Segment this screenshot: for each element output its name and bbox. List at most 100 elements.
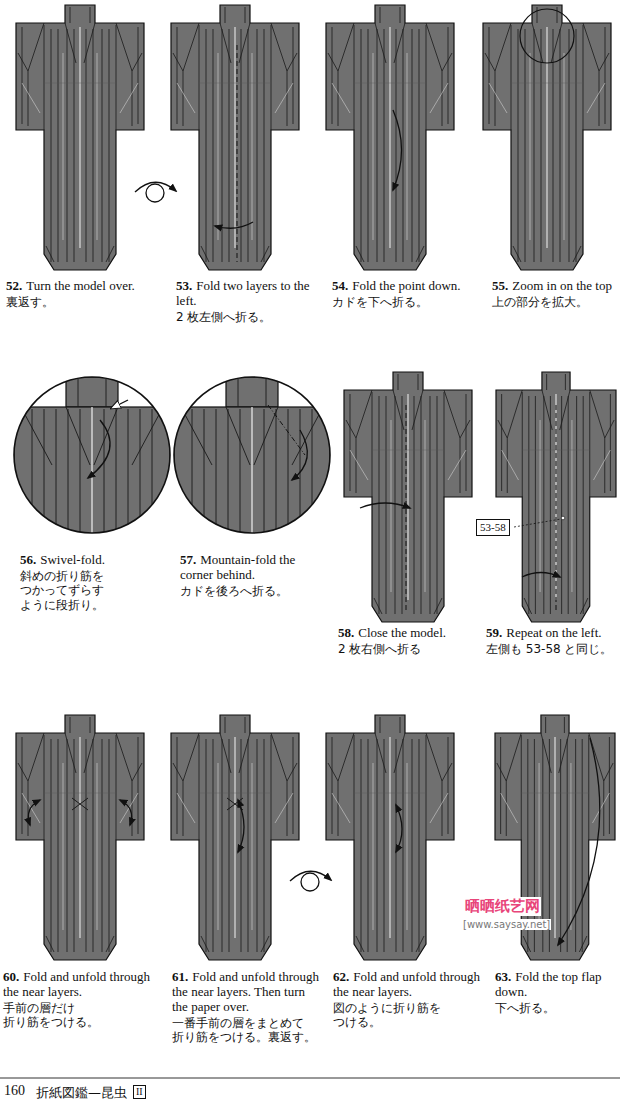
fold-line — [583, 396, 584, 614]
fold-line — [44, 25, 45, 130]
step-caption: 59.Repeat on the left.左側も 53-58 と同じ。 — [486, 626, 618, 656]
fold-line — [356, 438, 357, 493]
fold-line — [264, 409, 265, 533]
fold-arrow — [135, 182, 176, 192]
zoom-circle — [14, 377, 170, 533]
fold-line — [67, 739, 68, 952]
fold-line — [228, 409, 229, 533]
step-number: 60. — [3, 969, 19, 984]
fold-line — [583, 25, 584, 130]
fold-line — [268, 405, 305, 455]
fold-line — [560, 29, 561, 262]
fold-arrow — [522, 573, 560, 578]
fold-line — [132, 763, 142, 781]
fold-arrow — [28, 800, 40, 825]
fold-line — [380, 7, 381, 23]
fold-line — [384, 739, 385, 952]
fold-line — [276, 409, 277, 533]
fold-line — [460, 420, 470, 438]
fold-line — [377, 739, 378, 952]
fold-line — [199, 793, 271, 794]
fold-line — [97, 763, 98, 930]
fold-line — [91, 407, 92, 533]
fold-line — [199, 83, 271, 84]
fold-arrow — [120, 800, 132, 825]
fold-line — [501, 394, 502, 491]
fold-arrow — [558, 738, 600, 945]
fold-line — [589, 392, 590, 497]
fold-line — [530, 53, 531, 240]
fold-line — [551, 23, 562, 63]
fold-line — [226, 407, 250, 465]
fold-line — [565, 374, 566, 390]
fold-line — [444, 392, 445, 497]
fold-line — [93, 739, 94, 952]
fold-line — [183, 781, 184, 836]
zoom-figure — [174, 377, 330, 563]
fold-line — [28, 23, 44, 71]
fold-line — [240, 409, 241, 533]
fold-line — [594, 450, 611, 480]
fold-line — [206, 739, 207, 952]
instruction-text-ja: 手前の層だけ 折り筋をつける。 — [3, 1001, 155, 1030]
watermark-url: [www.saysay.net] — [462, 919, 551, 930]
step-caption: 52.Turn the model over.裏返す。 — [6, 279, 146, 309]
fold-line — [561, 396, 562, 614]
fold-line — [507, 390, 522, 438]
fold-line — [225, 717, 226, 733]
fold-line — [338, 71, 339, 126]
box-label: 53-58 — [480, 521, 506, 533]
fold-arrow — [360, 503, 410, 508]
fold-line — [58, 29, 59, 262]
fold-line — [434, 598, 442, 614]
fold-line — [287, 71, 288, 126]
instruction-text-ja: 図のように折り筋を つける。 — [333, 1001, 483, 1030]
fold-line — [373, 53, 374, 240]
fold-line — [261, 246, 269, 262]
fold-line — [426, 733, 442, 781]
fold-line — [227, 798, 243, 810]
fold-line — [518, 29, 519, 262]
fold-line — [412, 390, 423, 430]
fold-line — [571, 420, 572, 592]
fold-line — [257, 29, 258, 262]
fold-line — [560, 739, 561, 952]
fold-line — [557, 7, 558, 23]
fold-line — [419, 739, 420, 952]
fold-line — [264, 739, 265, 952]
fold-line — [542, 390, 552, 430]
step-caption: 53.Fold two layers to the left.2 枚左側へ折る。 — [176, 279, 318, 324]
fold-line — [261, 936, 269, 952]
fold-line — [264, 29, 265, 262]
fold-line — [593, 793, 610, 823]
fold-line — [86, 29, 87, 262]
fold-line — [535, 396, 536, 614]
fold-line — [44, 793, 116, 794]
instruction-text-ja: 裏返す。 — [6, 295, 146, 309]
fold-line — [437, 396, 438, 614]
step-number: 55. — [492, 278, 508, 293]
fold-line — [543, 396, 544, 614]
fold-line — [407, 53, 408, 240]
instruction-text: Turn the model over. — [26, 278, 135, 293]
fold-line — [497, 763, 506, 781]
fold-line — [444, 390, 460, 438]
fold-line — [102, 739, 103, 952]
fold-line — [79, 737, 80, 938]
fold-line — [116, 25, 117, 130]
fold-line — [56, 409, 57, 533]
instruction-text: Fold and unfold through the near layers. — [3, 969, 150, 999]
fold-line — [252, 53, 253, 240]
fold-line — [229, 739, 230, 952]
fold-line — [84, 23, 95, 63]
fold-line — [51, 739, 52, 952]
fold-line — [266, 379, 267, 407]
fold-line — [350, 450, 368, 480]
fold-line — [128, 409, 129, 533]
instruction-text-ja: 上の部分を拡大。 — [492, 295, 618, 309]
fold-line — [287, 53, 297, 71]
fold-line — [513, 246, 521, 262]
fold-line — [72, 798, 88, 810]
fold-line — [206, 29, 207, 262]
instruction-text-ja: カドを後ろへ折る。 — [180, 584, 310, 598]
